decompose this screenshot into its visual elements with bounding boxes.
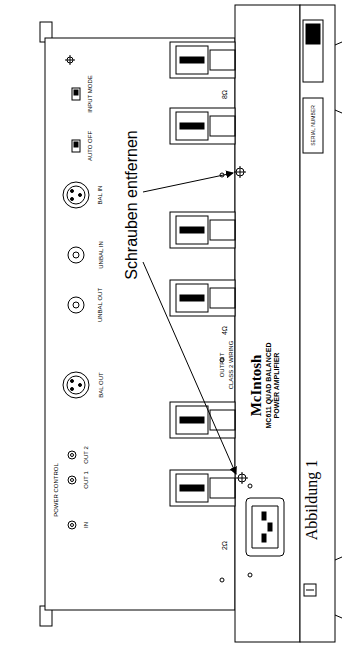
connector-label: OUT 1 xyxy=(83,471,89,489)
connector-label: BAL OUT xyxy=(97,372,103,397)
connector-label: BAL IN xyxy=(97,186,103,205)
section-label: CLASS 2 WIRING xyxy=(228,341,234,390)
serial-label: SERIAL NUMBER xyxy=(310,105,315,146)
connector-label: IN xyxy=(83,522,89,528)
connector-label: POWER CONTROL xyxy=(53,463,59,517)
model-name: POWER AMPLIFIER xyxy=(273,352,280,418)
control-label: AUTO OFF xyxy=(87,131,93,161)
impedance-label: 4Ω xyxy=(221,325,228,334)
callout-text: Schrauben entfernen xyxy=(123,130,139,279)
impedance-label: 8Ω xyxy=(221,89,228,98)
control-label: INPUT MODE xyxy=(87,75,93,113)
connector-label: UNBAL IN xyxy=(97,241,103,268)
connector-label: UNBAL OUT xyxy=(97,288,103,322)
model-name: MC611 QUAD BALANCED xyxy=(265,342,272,428)
brand-logo: McIntosh xyxy=(249,354,264,416)
impedance-label: 2Ω xyxy=(221,540,228,549)
connector-label: OUT 2 xyxy=(83,446,89,464)
section-label: OUTPUT xyxy=(219,353,225,378)
figure-caption: Abbildung 1 xyxy=(304,460,320,540)
